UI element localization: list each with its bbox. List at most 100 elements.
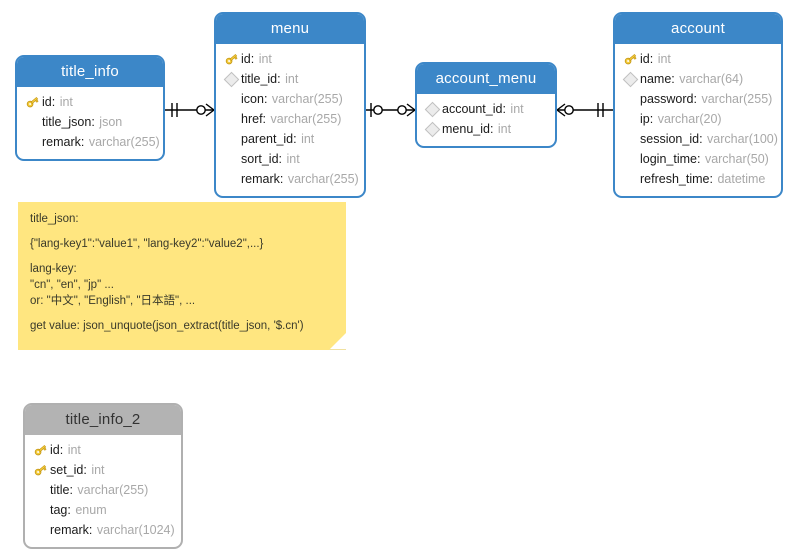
foreign-key-diamond-icon bbox=[222, 69, 241, 89]
field-row[interactable]: password: varchar(255) bbox=[615, 89, 781, 109]
field-separator: : bbox=[696, 152, 704, 166]
field-separator: : bbox=[67, 503, 75, 517]
no-icon bbox=[621, 169, 640, 189]
field-separator: : bbox=[263, 92, 271, 106]
field-type: varchar(255) bbox=[287, 172, 359, 186]
entity-title_info_2-fields: id: int set_id: int title: varchar(255) … bbox=[25, 435, 181, 547]
field-type: varchar(64) bbox=[679, 72, 744, 86]
field-name: icon bbox=[241, 92, 264, 106]
field-type: varchar(255) bbox=[270, 112, 342, 126]
field-type: varchar(255) bbox=[88, 135, 160, 149]
entity-title_info-fields: id: int title_json: json remark: varchar… bbox=[17, 87, 163, 159]
field-row[interactable]: refresh_time: datetime bbox=[615, 169, 781, 189]
annotation-note[interactable]: title_json: {"lang-key1":"value1", "lang… bbox=[18, 202, 346, 350]
field-name: refresh_time bbox=[640, 172, 710, 186]
field-row[interactable]: id: int bbox=[615, 49, 781, 69]
no-icon bbox=[23, 112, 42, 132]
field-type: int bbox=[497, 122, 512, 136]
field-row[interactable]: icon: varchar(255) bbox=[216, 89, 364, 109]
entity-account_menu[interactable]: account_menu account_id: int menu_id: in… bbox=[415, 62, 557, 148]
field-name: account_id bbox=[442, 102, 503, 116]
primary-key-icon bbox=[31, 460, 50, 480]
entity-menu-fields: id: int title_id: int icon: varchar(255)… bbox=[216, 44, 364, 196]
field-separator: : bbox=[649, 52, 657, 66]
field-name: ip bbox=[640, 112, 650, 126]
field-separator: : bbox=[59, 443, 67, 457]
field-separator: : bbox=[277, 72, 285, 86]
field-name: id bbox=[241, 52, 251, 66]
entity-title_info-header: title_info bbox=[17, 57, 163, 87]
entity-menu[interactable]: menu id: int title_id: int icon: varchar… bbox=[214, 12, 366, 198]
no-icon bbox=[621, 89, 640, 109]
field-separator: : bbox=[489, 122, 497, 136]
field-name: sort_id bbox=[241, 152, 279, 166]
field-type: enum bbox=[75, 503, 107, 517]
field-type: varchar(50) bbox=[704, 152, 769, 166]
field-row[interactable]: id: int bbox=[216, 49, 364, 69]
field-separator: : bbox=[262, 112, 270, 126]
field-type: int bbox=[258, 52, 272, 66]
field-type: varchar(255) bbox=[271, 92, 343, 106]
field-row[interactable]: remark: varchar(255) bbox=[216, 169, 364, 189]
field-row[interactable]: id: int bbox=[17, 92, 163, 112]
field-name: parent_id bbox=[241, 132, 294, 146]
field-separator: : bbox=[88, 523, 96, 537]
field-type: varchar(255) bbox=[701, 92, 773, 106]
entity-menu-header: menu bbox=[216, 14, 364, 44]
field-row[interactable]: account_id: int bbox=[417, 99, 555, 119]
field-row[interactable]: title: varchar(255) bbox=[25, 480, 181, 500]
field-row[interactable]: href: varchar(255) bbox=[216, 109, 364, 129]
field-separator: : bbox=[83, 463, 91, 477]
field-type: varchar(20) bbox=[657, 112, 722, 126]
field-row[interactable]: name: varchar(64) bbox=[615, 69, 781, 89]
no-icon bbox=[222, 169, 241, 189]
field-row[interactable]: title_id: int bbox=[216, 69, 364, 89]
no-icon bbox=[31, 480, 50, 500]
field-name: set_id bbox=[50, 463, 84, 477]
entity-title_info_2-header: title_info_2 bbox=[25, 405, 181, 435]
field-separator: : bbox=[250, 52, 258, 66]
field-row[interactable]: remark: varchar(255) bbox=[17, 132, 163, 152]
field-name: title_json bbox=[42, 115, 92, 129]
entity-account[interactable]: account id: int name: varchar(64) passwo… bbox=[613, 12, 783, 198]
entity-title_info[interactable]: title_info id: int title_json: json rema… bbox=[15, 55, 165, 161]
field-name: id bbox=[42, 95, 52, 109]
field-type: varchar(100) bbox=[707, 132, 778, 146]
field-type: json bbox=[99, 115, 123, 129]
field-row[interactable]: title_json: json bbox=[17, 112, 163, 132]
field-type: int bbox=[510, 102, 524, 116]
foreign-key-diamond-icon bbox=[423, 99, 442, 119]
field-type: int bbox=[59, 95, 73, 109]
field-row[interactable]: sort_id: int bbox=[216, 149, 364, 169]
field-row[interactable]: ip: varchar(20) bbox=[615, 109, 781, 129]
entity-account_menu-fields: account_id: int menu_id: int bbox=[417, 94, 555, 146]
field-type: int bbox=[657, 52, 671, 66]
field-name: id bbox=[50, 443, 60, 457]
note-line: get value: json_unquote(json_extract(tit… bbox=[30, 320, 304, 332]
field-name: session_id bbox=[640, 132, 700, 146]
note-fold-edge bbox=[329, 349, 346, 350]
field-row[interactable]: parent_id: int bbox=[216, 129, 364, 149]
entity-title_info_2[interactable]: title_info_2 id: int set_id: int title: … bbox=[23, 403, 183, 549]
primary-key-icon bbox=[621, 49, 640, 69]
entity-account-header: account bbox=[615, 14, 781, 44]
field-separator: : bbox=[699, 132, 707, 146]
no-icon bbox=[621, 129, 640, 149]
field-name: remark bbox=[42, 135, 81, 149]
field-name: id bbox=[640, 52, 650, 66]
field-type: varchar(255) bbox=[77, 483, 149, 497]
field-row[interactable]: tag: enum bbox=[25, 500, 181, 520]
field-type: int bbox=[91, 463, 105, 477]
field-separator: : bbox=[709, 172, 717, 186]
field-name: title bbox=[50, 483, 70, 497]
field-row[interactable]: set_id: int bbox=[25, 460, 181, 480]
no-icon bbox=[31, 520, 50, 540]
field-row[interactable]: session_id: varchar(100) bbox=[615, 129, 781, 149]
field-row[interactable]: login_time: varchar(50) bbox=[615, 149, 781, 169]
field-row[interactable]: id: int bbox=[25, 440, 181, 460]
note-line: "cn", "en", "jp" ... bbox=[30, 279, 114, 291]
relationship-account_menu-account bbox=[556, 103, 613, 117]
field-row[interactable]: remark: varchar(1024) bbox=[25, 520, 181, 540]
field-row[interactable]: menu_id: int bbox=[417, 119, 555, 139]
